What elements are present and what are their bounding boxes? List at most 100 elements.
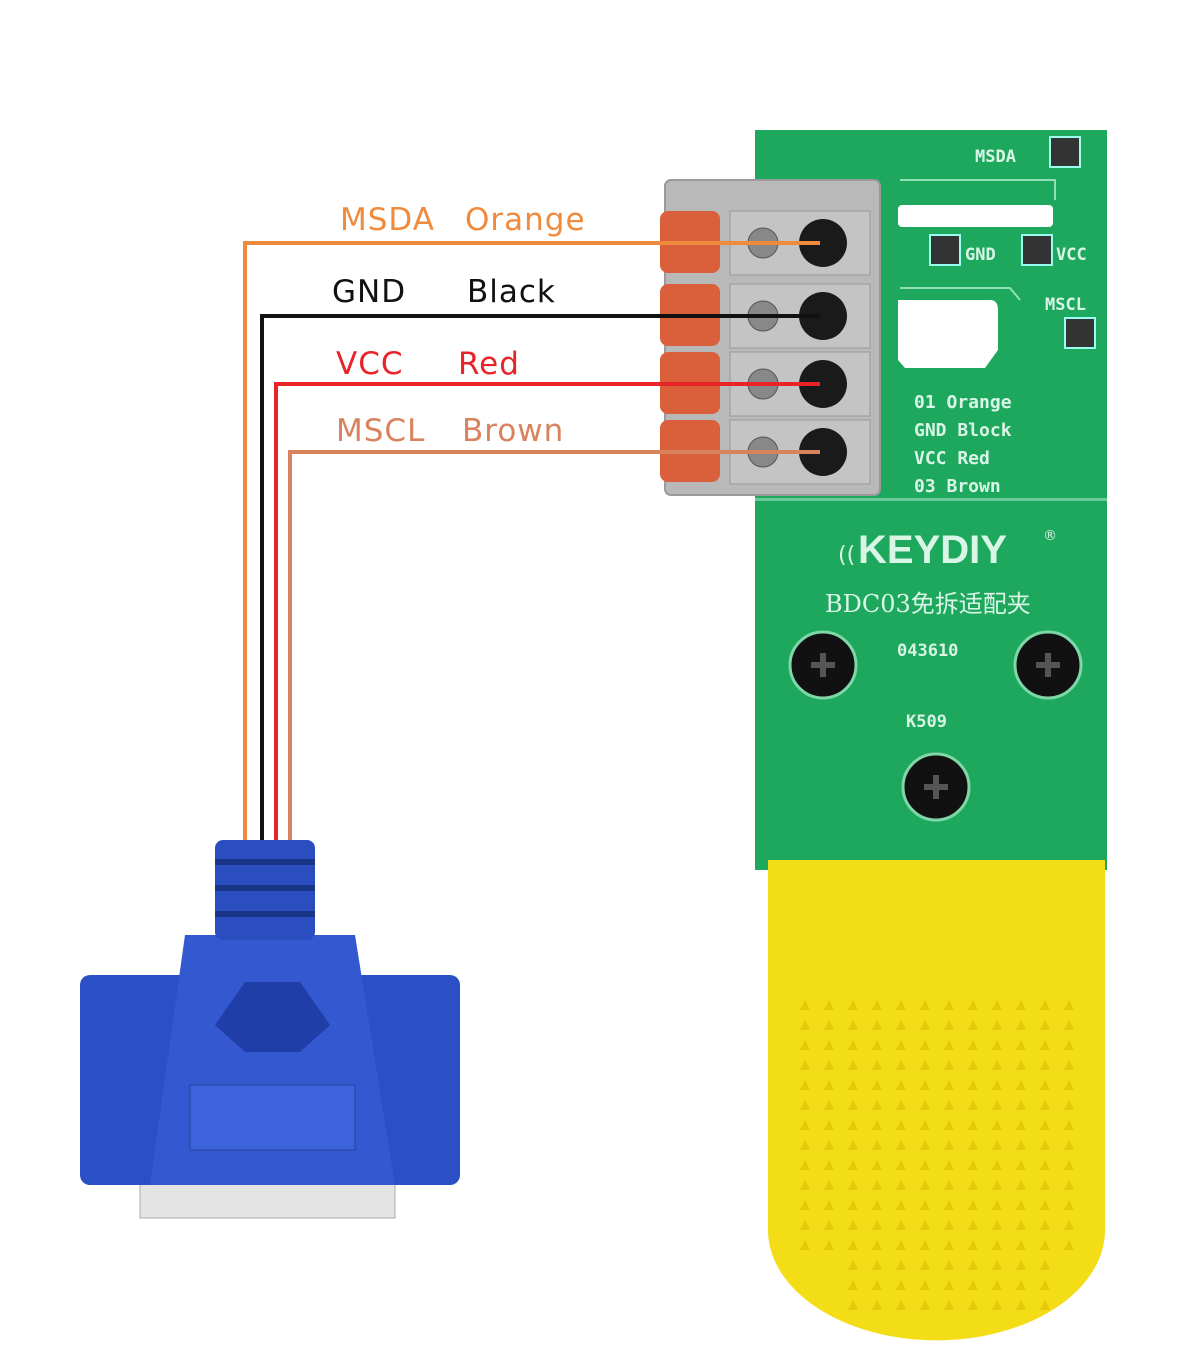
grip-bump	[1040, 1180, 1050, 1190]
grip-bump	[896, 1280, 906, 1290]
grip-bump	[896, 1060, 906, 1070]
grip-bump	[920, 1140, 930, 1150]
grip-bump	[872, 1040, 882, 1050]
grip-bump	[1016, 1160, 1026, 1170]
grip-bump	[848, 1260, 858, 1270]
brand-logo: KEYDIY	[858, 528, 1007, 572]
grip-bump	[992, 1120, 1002, 1130]
cutout-window	[898, 300, 998, 368]
pad-mscl	[1064, 317, 1096, 349]
grip-bump	[872, 1100, 882, 1110]
grip-bump	[800, 1020, 810, 1030]
grip-bump	[896, 1080, 906, 1090]
grip-bump	[968, 1080, 978, 1090]
grip-bump	[824, 1140, 834, 1150]
grip-bump	[896, 1160, 906, 1170]
grip-bump	[944, 1160, 954, 1170]
grip-bump	[920, 1160, 930, 1170]
grip-bump	[824, 1220, 834, 1230]
grip-bump	[920, 1000, 930, 1010]
grip-bump	[1064, 1080, 1074, 1090]
grip-bump	[872, 1160, 882, 1170]
grip-bump	[1040, 1020, 1050, 1030]
grip-bump	[992, 1280, 1002, 1290]
grip-bump	[1016, 1200, 1026, 1210]
grip-bump	[992, 1060, 1002, 1070]
code-label: 043610	[897, 641, 958, 661]
grip-bump	[920, 1120, 930, 1130]
terminal-hole	[799, 219, 847, 267]
grip-bump	[872, 1280, 882, 1290]
grip-bump	[1016, 1260, 1026, 1270]
grip-bump	[944, 1280, 954, 1290]
grip-bump	[920, 1020, 930, 1030]
legend-line: 01 Orange	[914, 392, 1012, 413]
part-label: K509	[906, 712, 947, 732]
grip-bump	[848, 1160, 858, 1170]
grip-bump	[1040, 1260, 1050, 1270]
grip-bump	[872, 1060, 882, 1070]
grip-bump	[872, 1240, 882, 1250]
grip-bump	[992, 1080, 1002, 1090]
grip-bump	[824, 1180, 834, 1190]
grip-bump	[944, 1200, 954, 1210]
label-gnd: GND	[332, 274, 406, 310]
grip-bump	[896, 1040, 906, 1050]
label-vcc: VCC	[336, 346, 404, 382]
grip-bump	[944, 1040, 954, 1050]
grip-bump	[944, 1120, 954, 1130]
grip-bump	[968, 1140, 978, 1150]
grip-bump	[800, 1140, 810, 1150]
grip-bump	[800, 1040, 810, 1050]
grip-bump	[992, 1260, 1002, 1270]
grip-bump	[848, 1200, 858, 1210]
grip-bump	[800, 1000, 810, 1010]
grip-bump	[1040, 1200, 1050, 1210]
grip-bump	[992, 1140, 1002, 1150]
grip-bump	[944, 1260, 954, 1270]
grip-bump	[800, 1120, 810, 1130]
grip-bump	[1064, 1120, 1074, 1130]
grip-bump	[920, 1260, 930, 1270]
adapter-board: MSDA GND VCC MSCL 01 Orange GND Block VC…	[755, 130, 1107, 1341]
handle-grip-pattern	[800, 1000, 1074, 1310]
grip-bump	[848, 1280, 858, 1290]
grip-bump	[1016, 1040, 1026, 1050]
grip-bump	[1064, 1060, 1074, 1070]
connector-shell	[139, 1179, 396, 1219]
grip-bump	[920, 1240, 930, 1250]
grip-bump	[944, 1080, 954, 1090]
grip-bump	[968, 1020, 978, 1030]
grip-bump	[824, 1060, 834, 1070]
label-msda: MSDA	[340, 202, 435, 238]
terminal-hole	[799, 360, 847, 408]
grip-bump	[968, 1120, 978, 1130]
screw-icon	[1013, 630, 1083, 700]
grip-bump	[872, 1080, 882, 1090]
grip-bump	[920, 1220, 930, 1230]
grip-bump	[896, 1260, 906, 1270]
grip-bump	[1016, 1280, 1026, 1290]
grip-bump	[968, 1040, 978, 1050]
grip-bump	[896, 1140, 906, 1150]
screw-icon	[788, 630, 858, 700]
grip-bump	[1016, 1100, 1026, 1110]
grip-bump	[1016, 1240, 1026, 1250]
grip-bump	[848, 1060, 858, 1070]
grip-bump	[824, 1080, 834, 1090]
grip-bump	[944, 1140, 954, 1150]
grip-bump	[848, 1020, 858, 1030]
grip-bump	[872, 1300, 882, 1310]
grip-bump	[1016, 1020, 1026, 1030]
grip-bump	[920, 1040, 930, 1050]
grip-bump	[896, 1120, 906, 1130]
grip-bump	[848, 1240, 858, 1250]
grip-bump	[848, 1120, 858, 1130]
grip-bump	[872, 1020, 882, 1030]
grip-bump	[896, 1300, 906, 1310]
grip-bump	[968, 1100, 978, 1110]
grip-bump	[992, 1000, 1002, 1010]
grip-bump	[968, 1300, 978, 1310]
grip-bump	[968, 1280, 978, 1290]
wire-vcc	[274, 382, 820, 842]
